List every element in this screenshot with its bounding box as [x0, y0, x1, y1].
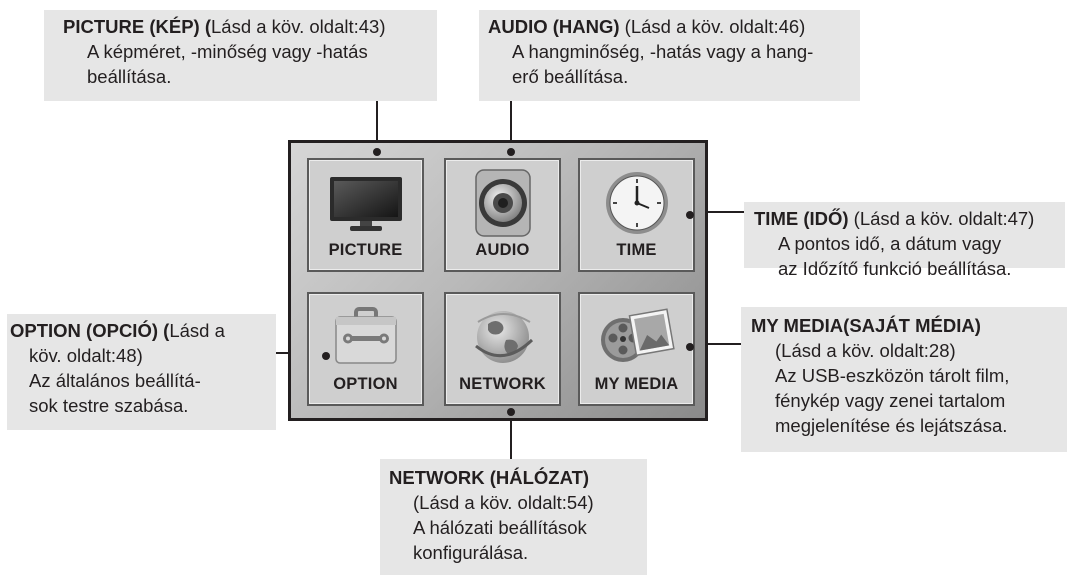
tile-network-label: NETWORK — [459, 375, 546, 393]
connector-dot-audio — [507, 148, 515, 156]
home-menu-panel: PICTURE AUDIO — [288, 140, 708, 421]
callout-picture-line: A képméret, -minőség vagy -hatás — [87, 41, 368, 62]
callout-audio: AUDIO (HANG) (Lásd a köv. oldalt:46) A h… — [479, 10, 860, 101]
connector-time — [690, 211, 744, 213]
connector-network — [510, 413, 512, 459]
tile-audio[interactable]: AUDIO — [444, 158, 561, 272]
tile-mymedia-label: MY MEDIA — [594, 375, 679, 393]
callout-network-line: (Lásd a köv. oldalt:54) — [413, 492, 594, 513]
tile-option-label: OPTION — [333, 375, 398, 393]
callout-option-title: OPTION (OPCIÓ) (Lásd a — [10, 320, 225, 341]
callout-time-line: az Időzítő funkció beállítása. — [778, 258, 1012, 279]
callout-time-line: A pontos idő, a dátum vagy — [778, 233, 1002, 254]
callout-network-line: A hálózati beállítások — [413, 517, 587, 538]
callout-mymedia-line: fénykép vagy zenei tartalom — [775, 390, 1006, 411]
tile-mymedia[interactable]: MY MEDIA — [578, 292, 695, 406]
callout-option: OPTION (OPCIÓ) (Lásd a köv. oldalt:48) A… — [7, 314, 276, 430]
connector-mymedia — [690, 343, 741, 345]
callout-mymedia-line: Az USB-eszközön tárolt film, — [775, 365, 1010, 386]
callout-network-line: konfigurálása. — [413, 542, 529, 563]
globe-icon — [446, 302, 559, 372]
callout-picture-line: beállítása. — [87, 66, 172, 87]
media-reel-photo-icon — [580, 302, 693, 372]
callout-option-line: köv. oldalt:48) — [29, 345, 143, 366]
connector-dot-option — [322, 352, 330, 360]
connector-audio — [510, 101, 512, 150]
callout-mymedia-line: megjelenítése és lejátszása. — [775, 415, 1008, 436]
callout-picture-title: PICTURE (KÉP) (Lásd a köv. oldalt:43) — [63, 16, 386, 37]
connector-dot-time — [686, 211, 694, 219]
connector-dot-network — [507, 408, 515, 416]
callout-audio-line: A hangminőség, -hatás vagy a hang- — [512, 41, 814, 62]
callout-option-line: sok testre szabása. — [29, 395, 189, 416]
callout-network-title: NETWORK (HÁLÓZAT) — [389, 467, 590, 488]
callout-picture: PICTURE (KÉP) (Lásd a köv. oldalt:43) A … — [44, 10, 437, 101]
connector-dot-mymedia — [686, 343, 694, 351]
tile-option[interactable]: OPTION — [307, 292, 424, 406]
tile-network[interactable]: NETWORK — [444, 292, 561, 406]
tile-picture-label: PICTURE — [328, 241, 403, 259]
callout-mymedia-line: (Lásd a köv. oldalt:28) — [775, 340, 956, 361]
callout-time-title: TIME (IDŐ) (Lásd a köv. oldalt:47) — [754, 208, 1035, 229]
toolbox-icon — [309, 302, 422, 372]
tile-time[interactable]: TIME — [578, 158, 695, 272]
speaker-icon — [446, 168, 559, 238]
tile-audio-label: AUDIO — [475, 241, 530, 259]
callout-audio-title: AUDIO (HANG) (Lásd a köv. oldalt:46) — [488, 16, 806, 37]
connector-dot-picture — [373, 148, 381, 156]
callout-option-line: Az általános beállítá- — [29, 370, 201, 391]
callout-mymedia: MY MEDIA(SAJÁT MÉDIA) (Lásd a köv. oldal… — [741, 307, 1067, 452]
clock-icon — [580, 168, 693, 238]
callout-mymedia-title: MY MEDIA(SAJÁT MÉDIA) — [751, 315, 981, 336]
tile-picture[interactable]: PICTURE — [307, 158, 424, 272]
callout-time: TIME (IDŐ) (Lásd a köv. oldalt:47) A pon… — [744, 202, 1065, 279]
tv-monitor-icon — [309, 168, 422, 238]
callout-network: NETWORK (HÁLÓZAT) (Lásd a köv. oldalt:54… — [380, 459, 647, 575]
tile-time-label: TIME — [616, 241, 657, 259]
callout-audio-line: erő beállítása. — [512, 66, 629, 87]
connector-picture — [376, 101, 378, 150]
